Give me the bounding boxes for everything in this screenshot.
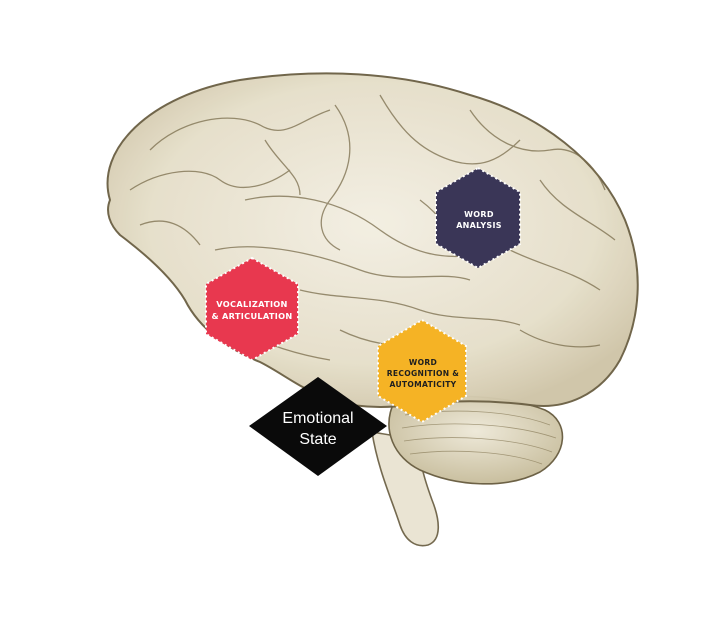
vocalization-node [205,256,299,362]
brain-folds [129,94,616,361]
word-analysis-line2: ANALYSIS [456,221,502,230]
word-recognition-node [377,318,467,424]
emotional-state-line1: Emotional [282,410,354,427]
word-analysis-node [435,166,521,270]
vocalization-line2: & ARTICULATION [211,311,293,321]
word-analysis-label: WORD ANALYSIS [434,200,524,240]
emotional-state-line2: State [299,431,337,448]
word-recognition-line2: RECOGNITION & [386,368,460,378]
emotional-state-node [249,377,387,476]
vocalization-label: VOCALIZATION & ARTICULATION [200,292,304,328]
word-analysis-line1: WORD [464,210,494,219]
word-recognition-line1: WORD [408,357,438,367]
emotional-state-label: Emotional State [262,404,374,454]
word-recognition-line3: AUTOMATICITY [389,379,457,389]
vocalization-line1: VOCALIZATION [216,299,288,309]
cerebrum [106,72,639,408]
brain-stem [371,431,440,547]
word-recognition-label: WORD RECOGNITION & AUTOMATICITY [379,348,467,398]
